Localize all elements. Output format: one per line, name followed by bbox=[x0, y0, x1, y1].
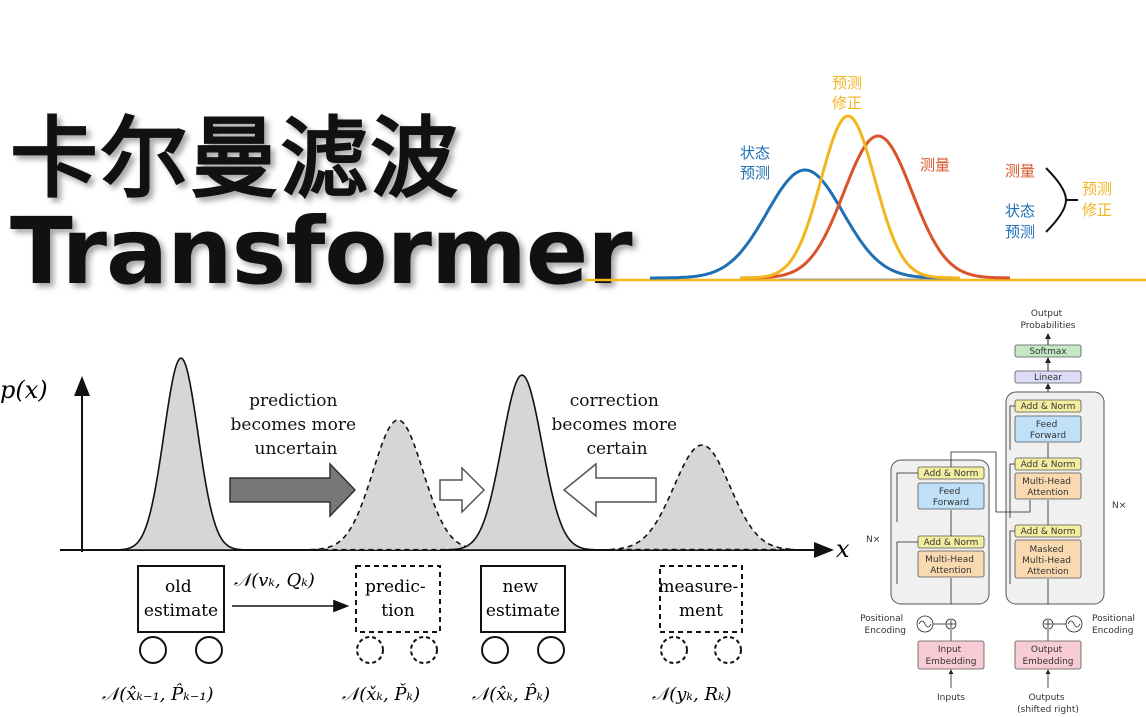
decoder-multi-head-attention bbox=[1014, 472, 1082, 500]
y-axis-label: p(x) bbox=[0, 376, 48, 404]
svg-text:Feed Forward: Feed Forward bbox=[933, 487, 969, 508]
svg-text:Add & Norm: Add & Norm bbox=[924, 469, 979, 479]
english-title: Transformer bbox=[10, 198, 633, 305]
cart-measurement: measure- ment 𝒩(yₖ, Rₖ) bbox=[652, 565, 743, 705]
svg-text:Multi-Head Attention: Multi-Head Attention bbox=[1022, 477, 1074, 498]
cart-old-estimate: old estimate 𝒩(x̂ₖ₋₁, P̂ₖ₋₁) bbox=[102, 565, 225, 705]
masked-multi-head-attention bbox=[1014, 539, 1082, 579]
kalman-diagram: p(x) x prediction becomes more uncertain… bbox=[0, 357, 850, 705]
decoder-feed-forward bbox=[1014, 415, 1082, 443]
correction-annotation: correction becomes more certain bbox=[552, 391, 683, 459]
decoder-n-times: N× bbox=[1112, 501, 1126, 511]
transformer-diagram: Output Probabilities Softmax Linear Add … bbox=[860, 309, 1138, 715]
input-embedding bbox=[917, 640, 985, 670]
svg-text:Softmax: Softmax bbox=[1029, 347, 1067, 357]
svg-text:Output Embedding: Output Embedding bbox=[1022, 645, 1073, 667]
small-right-arrow-icon bbox=[439, 466, 486, 514]
prediction-distribution bbox=[309, 419, 487, 551]
inputs-label: Inputs bbox=[937, 693, 965, 703]
encoder-n-times: N× bbox=[866, 535, 880, 545]
x-axis-label: x bbox=[836, 535, 850, 563]
svg-text:Multi-Head Attention: Multi-Head Attention bbox=[925, 555, 977, 576]
measurement-distribution bbox=[609, 444, 795, 551]
legend-result: 预测 修正 bbox=[1082, 180, 1117, 219]
transition-formula: 𝒩(vₖ, Qₖ) bbox=[234, 570, 315, 591]
measurement-label: 测量 bbox=[920, 156, 950, 174]
outputs-label: Outputs (shifted right) bbox=[1017, 693, 1079, 715]
encoder-positional-encoding-label: Positional Encoding bbox=[860, 614, 906, 636]
measurement-formula: 𝒩(yₖ, Rₖ) bbox=[652, 684, 732, 705]
cart-prediction: predic- tion 𝒩(x̌ₖ, P̌ₖ) bbox=[342, 565, 441, 705]
svg-text:Add & Norm: Add & Norm bbox=[1021, 402, 1076, 412]
chinese-title: 卡尔曼滤波 bbox=[10, 107, 461, 210]
prediction-arrow-icon bbox=[229, 462, 357, 518]
svg-text:Linear: Linear bbox=[1034, 373, 1062, 383]
output-embedding bbox=[1014, 640, 1082, 670]
svg-text:new estimate: new estimate bbox=[486, 577, 560, 621]
encoder-stack bbox=[890, 459, 990, 605]
state-prediction-curve bbox=[650, 168, 960, 280]
svg-text:predic- tion: predic- tion bbox=[365, 577, 431, 621]
fusion-legend: 测量 状态 预测 预测 修正 bbox=[1005, 162, 1117, 241]
svg-text:measure- ment: measure- ment bbox=[658, 577, 743, 621]
new-estimate-distribution bbox=[439, 374, 605, 551]
output-probabilities-label: Output Probabilities bbox=[1021, 309, 1076, 331]
measurement-curve bbox=[740, 134, 1010, 280]
old-estimate-distribution bbox=[100, 357, 262, 551]
svg-text:old estimate: old estimate bbox=[144, 577, 218, 621]
encoder-feed-forward bbox=[917, 482, 985, 510]
svg-text:Input Embedding: Input Embedding bbox=[925, 645, 976, 667]
svg-text:Add & Norm: Add & Norm bbox=[1021, 527, 1076, 537]
cart-new-estimate: new estimate 𝒩(x̂ₖ, P̂ₖ) bbox=[472, 565, 566, 705]
prediction-formula: 𝒩(x̌ₖ, P̌ₖ) bbox=[342, 683, 420, 705]
corrected-label: 预测 修正 bbox=[832, 74, 867, 112]
state-prediction-label: 状态 预测 bbox=[740, 144, 775, 182]
encoder-multi-head-attention bbox=[917, 550, 985, 578]
bracket-icon bbox=[1045, 167, 1068, 233]
correction-arrow-icon bbox=[562, 462, 657, 518]
fusion-chart: 状态 预测 预测 修正 测量 测量 状态 预测 预测 修正 bbox=[585, 74, 1146, 282]
svg-text:Add & Norm: Add & Norm bbox=[1021, 460, 1076, 470]
new-estimate-formula: 𝒩(x̂ₖ, P̂ₖ) bbox=[472, 683, 550, 705]
legend-measurement: 测量 bbox=[1005, 162, 1035, 180]
legend-state-prediction: 状态 预测 bbox=[1005, 202, 1040, 241]
prediction-annotation: prediction becomes more uncertain bbox=[231, 391, 362, 459]
corrected-curve bbox=[740, 114, 960, 280]
svg-text:Add & Norm: Add & Norm bbox=[924, 538, 979, 548]
svg-text:Masked Multi-Head: Masked Multi-Head Attention bbox=[1022, 545, 1074, 577]
decoder-positional-encoding-label: Positional Encoding bbox=[1092, 614, 1138, 636]
old-estimate-formula: 𝒩(x̂ₖ₋₁, P̂ₖ₋₁) bbox=[102, 683, 214, 705]
svg-text:Feed Forward: Feed Forward bbox=[1030, 420, 1066, 441]
